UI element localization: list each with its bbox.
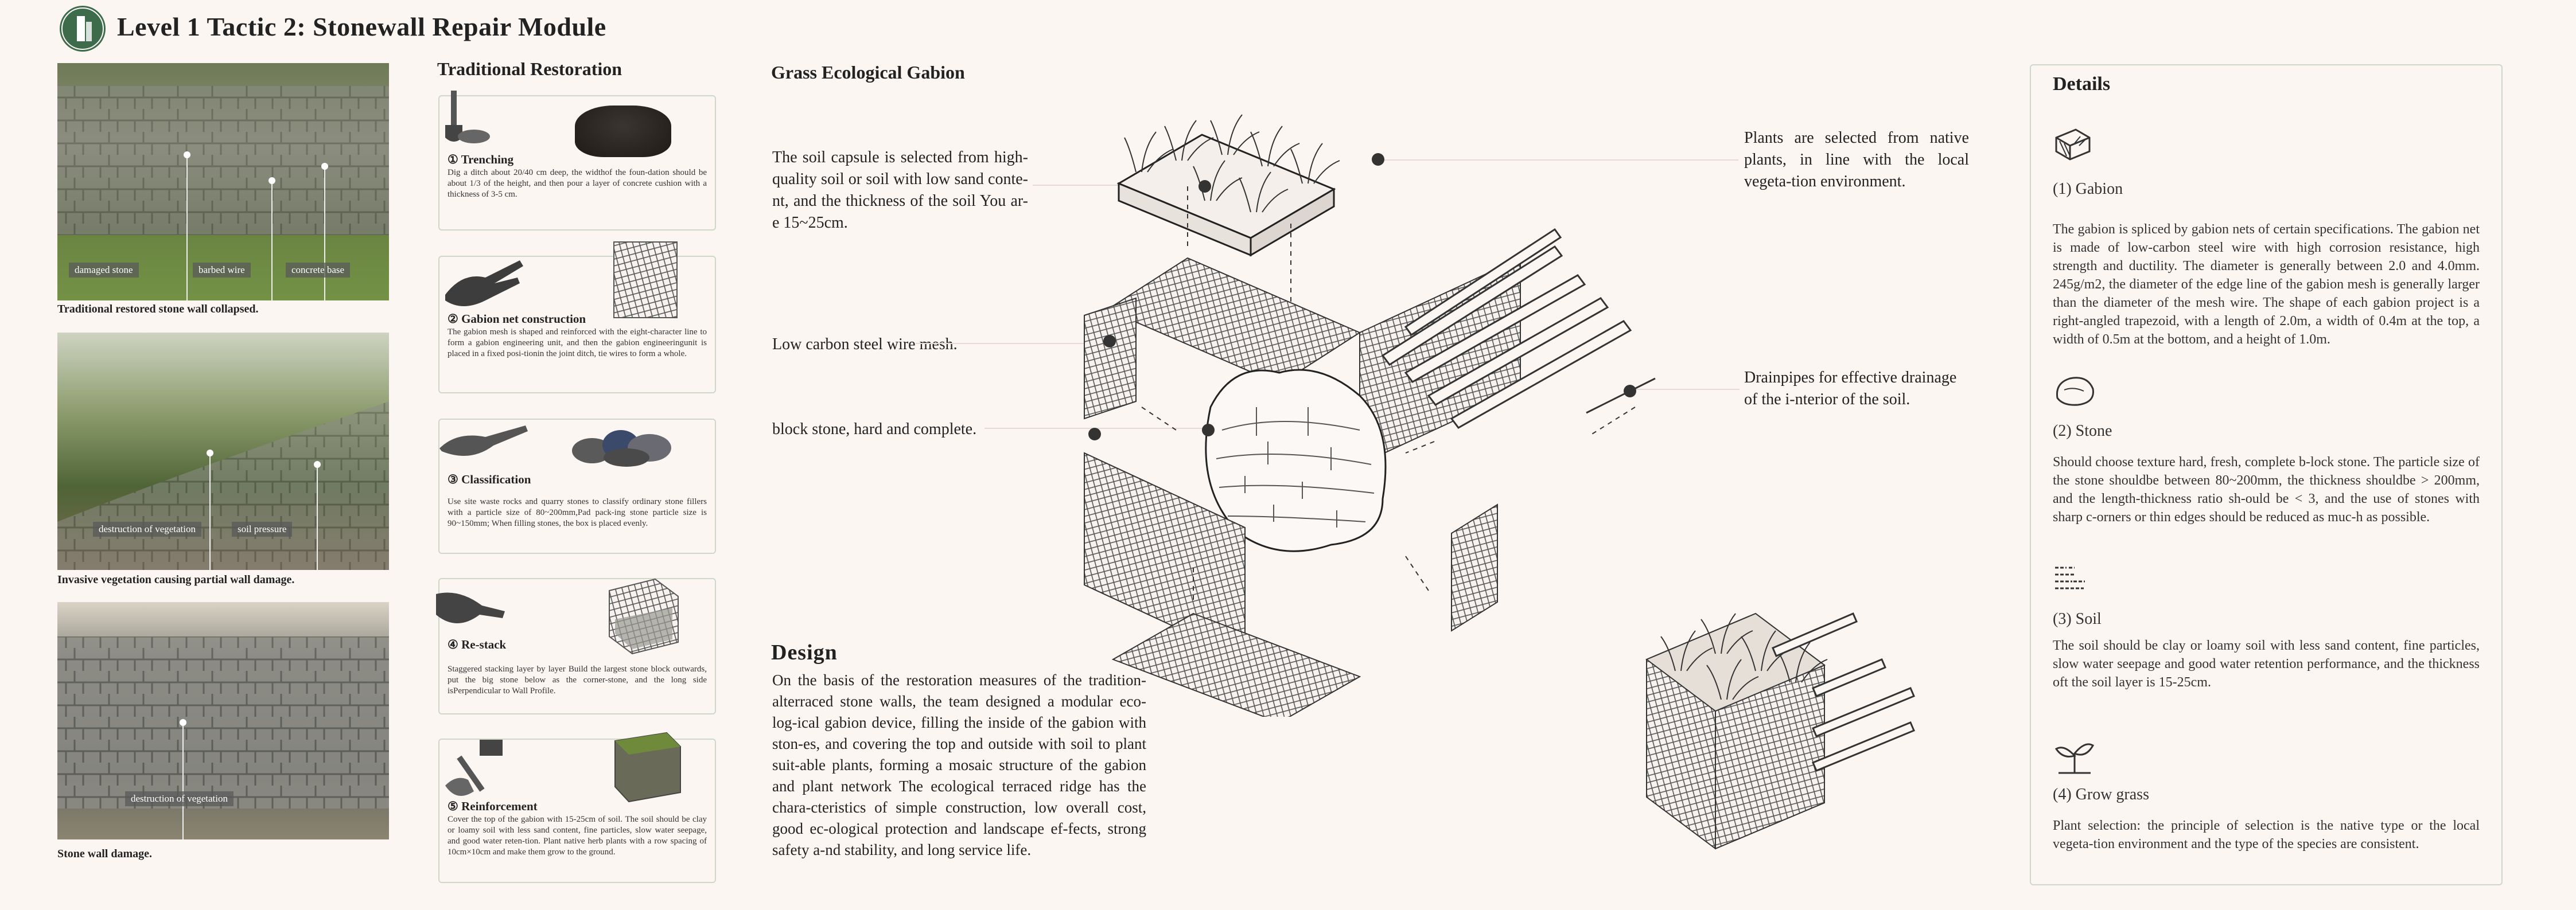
hand-icon	[439, 249, 537, 312]
step-card-reinforcement: ⑤ Reinforcement Cover the top of the gab…	[438, 732, 716, 883]
step-body: The gabion mesh is shaped and reinforced…	[448, 327, 707, 358]
leader-line	[985, 428, 1222, 429]
photo-vegetation-damage: destruction of vegetation soil pressure	[57, 333, 389, 570]
step-card-gabion-net: ② Gabion net construction The gabion mes…	[438, 241, 716, 393]
details-title: Details	[2053, 73, 2111, 95]
page-title: Level 1 Tactic 2: Stonewall Repair Modul…	[117, 12, 606, 41]
soil-image	[575, 106, 671, 157]
photo-stone-wall-damage: destruction of vegetation	[57, 602, 389, 839]
detail-heading: (3) Soil	[2053, 610, 2102, 628]
photo-caption: Invasive vegetation causing partial wall…	[57, 573, 295, 586]
restoration-title: Traditional Restoration	[437, 58, 622, 79]
photo-caption: Traditional restored stone wall collapse…	[57, 303, 259, 315]
step-heading: ③ Classification	[448, 472, 531, 486]
step-body: Cover the top of the gabion with 15-25cm…	[448, 815, 707, 857]
note-drainpipes: Drainpipes for effective drainage of the…	[1744, 369, 1957, 408]
step-card-classification: ③ Classification Use site waste rocks an…	[438, 419, 716, 554]
details-panel: Details (1) Gabion The gabion is spliced…	[2030, 64, 2503, 885]
photo-tag: concrete base	[286, 263, 351, 278]
detail-body: Plant selection: the principle of select…	[2053, 818, 2480, 852]
step-card-restack: ④ Re-stack Staggered stacking layer by l…	[436, 578, 716, 714]
detail-body: Should choose texture hard, fresh, compl…	[2053, 455, 2480, 525]
hand-icon	[430, 571, 522, 634]
step-heading: ② Gabion net construction	[448, 312, 586, 326]
leader-line	[1629, 389, 1740, 390]
stone-icon	[2053, 373, 2096, 408]
detail-heading: (4) Grow grass	[2053, 786, 2149, 803]
soil-icon	[2053, 563, 2096, 592]
photo-caption: Stone wall damage.	[57, 847, 152, 860]
step-heading: ① Trenching	[448, 153, 514, 166]
photo-tag: barbed wire	[193, 263, 251, 278]
stones-image	[569, 422, 678, 468]
gabion-icon	[2053, 126, 2093, 162]
exploded-gabion-diagram	[1084, 114, 1656, 717]
note-stone: block stone, hard and complete.	[772, 420, 977, 438]
step-body: Dig a ditch about 20/40 cm deep, the wid…	[448, 168, 707, 199]
note-mesh: Low carbon steel wire mesh.	[772, 335, 958, 353]
step-body: Staggered stacking layer by layer Build …	[448, 665, 707, 696]
shovel-icon	[434, 91, 497, 148]
detail-body: The gabion is spliced by gabion nets of …	[2053, 222, 2480, 347]
detail-heading: (1) Gabion	[2053, 180, 2123, 198]
detail-body: The soil should be clay or loamy soil wi…	[2053, 638, 2480, 690]
hand-icon	[434, 414, 537, 466]
design-body: On the basis of the restoration measures…	[772, 671, 1146, 858]
logo-icon	[60, 6, 106, 52]
photo-tag: destruction of vegetation	[93, 522, 202, 537]
leader-line	[916, 343, 1110, 344]
step-card-trenching: ① Trenching Dig a ditch about 20/40 cm d…	[438, 91, 716, 231]
photo-collapsed-wall: damaged stone barbed wire concrete base	[57, 63, 389, 300]
reinforced-gabion-image	[609, 729, 684, 804]
step-body: Use site waste rocks and quarry stones t…	[448, 497, 707, 528]
leader-line	[1033, 185, 1203, 186]
detail-heading: (2) Stone	[2053, 422, 2112, 440]
step-heading: ④ Re-stack	[448, 638, 507, 651]
step-heading: ⑤ Reinforcement	[448, 799, 538, 813]
leader-line	[1379, 159, 1738, 161]
hammer-icon	[434, 734, 514, 803]
photo-tag: damaged stone	[69, 263, 139, 278]
photo-tag: destruction of vegetation	[125, 791, 234, 806]
sprout-icon	[2053, 739, 2096, 779]
assembled-gabion-diagram	[1645, 612, 1915, 850]
gabion-net-image	[612, 240, 679, 320]
restack-box-image	[598, 573, 684, 659]
design-title: Design	[771, 640, 838, 665]
note-soil: The soil capsule is selected from high-q…	[772, 149, 1028, 232]
photo-tag: soil pressure	[232, 522, 293, 537]
note-plants: Plants are selected from native plants, …	[1744, 129, 1969, 190]
gabion-title: Grass Ecological Gabion	[771, 62, 965, 83]
